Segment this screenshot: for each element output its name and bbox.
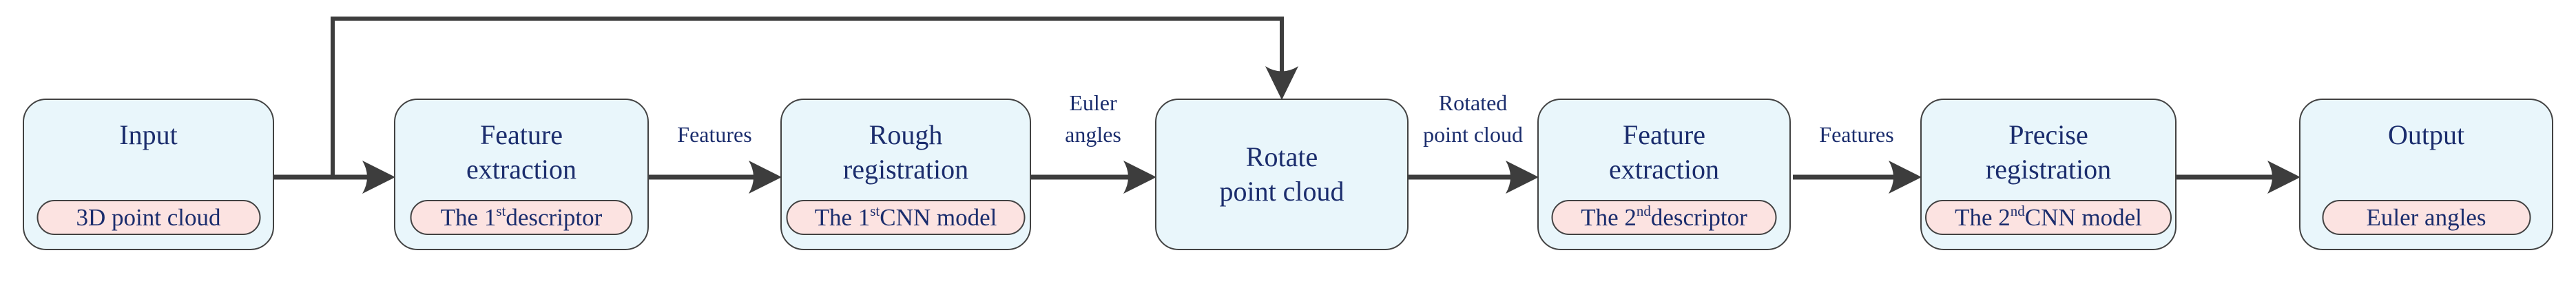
title-line: extraction (466, 154, 577, 185)
node-title: Output (2300, 118, 2552, 152)
edge-label-line: angles (1065, 122, 1121, 147)
edge-label-features-1: Features (649, 119, 780, 150)
node-title: Feature extraction (395, 118, 647, 187)
badge-label: The 1 (440, 203, 497, 231)
edge-label-rotated-point-cloud: Rotated point cloud (1409, 87, 1537, 150)
badge-label: descriptor (1650, 203, 1747, 231)
node-rotate-point-cloud: Rotate point cloud (1155, 99, 1409, 250)
badge-label: CNN model (2024, 203, 2142, 231)
arrowhead-icon (362, 161, 395, 194)
arrowhead-icon (1123, 161, 1156, 194)
title-line: point cloud (1219, 176, 1344, 207)
badge-label: The 2 (1955, 203, 2011, 231)
arrowhead-icon (1889, 161, 1922, 194)
node-title: Rough registration (782, 118, 1030, 187)
title-line: extraction (1609, 154, 1719, 185)
badge-label: The 1 (814, 203, 871, 231)
badge-label: The 2 (1581, 203, 1637, 231)
edge-label-line: point cloud (1423, 122, 1523, 147)
arrowhead-icon (749, 161, 782, 194)
node-output: Output Euler angles (2299, 99, 2553, 250)
badge-label: CNN model (880, 203, 997, 231)
badge-3d-point-cloud: 3D point cloud (37, 200, 260, 235)
node-title: Feature extraction (1539, 118, 1789, 187)
title-line: registration (1985, 154, 2112, 185)
node-title: Precise registration (1922, 118, 2175, 187)
badge-label: Euler angles (2366, 203, 2486, 231)
edge-label-line: Features (1819, 122, 1894, 147)
title-line: Feature (1623, 119, 1705, 150)
arrowhead-icon (1506, 161, 1539, 194)
badge-label: descriptor (506, 203, 603, 231)
title-line: Output (2387, 119, 2465, 150)
node-input: Input 3D point cloud (23, 99, 274, 250)
edge-label-features-2: Features (1793, 119, 1920, 150)
feedback-arrow-line (331, 17, 1284, 179)
edge-label-euler-angles: Euler angles (1031, 87, 1155, 150)
feedback-arrowhead-icon (1265, 66, 1298, 100)
badge-label: 3D point cloud (76, 203, 221, 231)
edge-label-line: Rotated (1438, 90, 1508, 115)
title-line: Feature (480, 119, 563, 150)
node-title: Rotate point cloud (1156, 140, 1407, 209)
title-line: Input (119, 119, 178, 150)
title-line: Precise (2008, 119, 2088, 150)
arrowhead-icon (2267, 161, 2300, 194)
node-title: Input (24, 118, 273, 152)
title-line: registration (842, 154, 969, 185)
title-line: Rough (869, 119, 943, 150)
title-line: Rotate (1245, 141, 1318, 172)
edge-label-line: Euler (1069, 90, 1117, 115)
badge-euler-angles: Euler angles (2322, 200, 2531, 235)
edge-label-line: Features (677, 122, 752, 147)
